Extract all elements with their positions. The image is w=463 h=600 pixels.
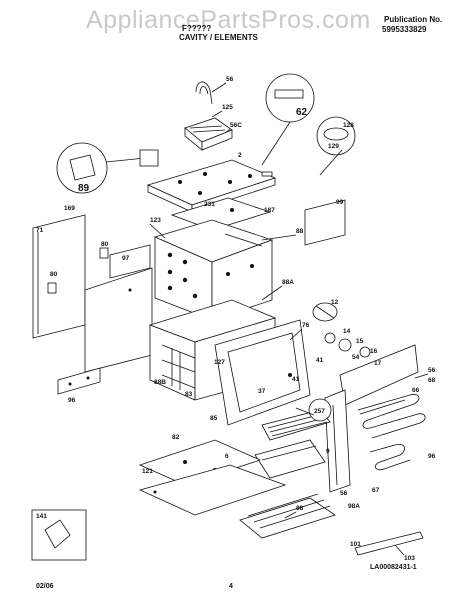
callout-6: 6	[225, 453, 229, 460]
oven-rack-bottom	[239, 493, 336, 539]
callout-187: 187	[264, 207, 275, 214]
callout-80b: 80	[50, 271, 58, 278]
section-title: CAVITY / ELEMENTS	[179, 33, 258, 42]
rail-part	[354, 531, 424, 556]
callout-56C: 56C	[230, 122, 242, 129]
callout-56: 56	[226, 76, 234, 83]
callout-128: 128	[343, 122, 354, 129]
callout-82: 82	[172, 434, 180, 441]
callout-68: 68	[428, 377, 436, 384]
callout-123: 123	[150, 217, 161, 224]
callout-121: 121	[142, 468, 153, 475]
callout-88: 88	[296, 228, 304, 235]
callout-101: 101	[350, 541, 361, 548]
callout-56-right: 56	[428, 367, 436, 374]
callout-98A: 98A	[348, 503, 360, 510]
callout-71: 71	[36, 227, 44, 234]
callout-76: 76	[302, 322, 310, 329]
callout-83: 83	[185, 391, 193, 398]
callout-97: 97	[122, 255, 130, 262]
inset-89-circle	[56, 142, 159, 194]
inset-129-circle	[316, 116, 356, 156]
callout-96a: 96	[68, 397, 76, 404]
publication-label: Publication No.	[384, 15, 443, 24]
inset-141	[31, 509, 87, 561]
callout-67: 67	[372, 487, 380, 494]
broil-element	[369, 443, 411, 471]
model-title: F?????	[182, 24, 212, 33]
door-frame	[214, 319, 311, 426]
callout-103: 103	[404, 555, 415, 562]
bake-element	[357, 393, 426, 439]
left-side-panel	[32, 214, 109, 339]
callout-41a: 41	[316, 357, 324, 364]
callout-129: 129	[328, 143, 339, 150]
callout-88A: 88A	[282, 279, 294, 286]
callout-89: 89	[78, 183, 90, 194]
bracket-99	[304, 199, 346, 246]
callout-125: 125	[222, 104, 233, 111]
callout-56-bottom: 56	[340, 490, 348, 497]
callout-99: 99	[336, 199, 344, 206]
inset-257-circle	[308, 398, 332, 422]
callout-169: 169	[64, 205, 75, 212]
callout-9: 9	[326, 448, 330, 455]
callout-66: 66	[412, 387, 420, 394]
callout-17: 17	[374, 360, 382, 367]
back-panel	[84, 244, 153, 373]
callout-257: 257	[314, 408, 325, 415]
footer-page-number: 4	[229, 583, 233, 590]
publication-number: 5995333829	[382, 25, 427, 34]
floor-plate	[138, 464, 287, 516]
callout-2: 2	[238, 152, 242, 159]
top-element-assembly	[184, 81, 233, 151]
top-panel	[146, 159, 277, 213]
callout-14: 14	[343, 328, 351, 335]
leader-lines	[149, 82, 429, 556]
callout-85: 85	[210, 415, 218, 422]
bottom-panel	[138, 439, 262, 486]
footer-date: 02/06	[36, 583, 54, 590]
callout-80a: 80	[101, 241, 109, 248]
light-assembly	[312, 302, 371, 358]
callout-88B: 88B	[154, 379, 166, 386]
watermark: AppliancePartsPros.com	[86, 6, 371, 34]
callout-231: 231	[204, 201, 215, 208]
lower-bracket	[57, 367, 101, 395]
callout-54: 54	[352, 354, 360, 361]
oven-cavity-body	[153, 219, 274, 321]
callout-12: 12	[331, 299, 339, 306]
callout-62: 62	[296, 107, 308, 118]
callout-141: 141	[36, 513, 47, 520]
right-side-panel	[324, 344, 419, 493]
broil-pan	[254, 439, 326, 479]
callout-37: 37	[258, 388, 266, 395]
footer-drawing-id: LA00082431-1	[370, 564, 417, 571]
callout-15: 15	[356, 338, 364, 345]
callout-127: 127	[214, 359, 225, 366]
callout-16: 16	[370, 348, 378, 355]
callout-41b: 41	[292, 376, 300, 383]
callout-96b: 96	[428, 453, 436, 460]
callout-88-bottom: 88	[296, 505, 304, 512]
